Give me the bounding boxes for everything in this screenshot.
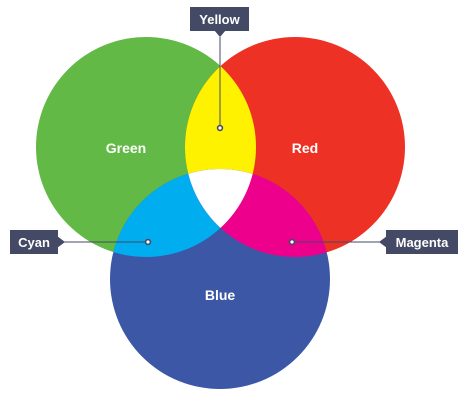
cyan-callout: Cyan	[10, 230, 152, 254]
magenta-callout-text: Magenta	[396, 235, 450, 250]
cyan-overlap	[110, 169, 256, 257]
magenta-overlap	[185, 169, 330, 257]
red-label: Red	[292, 140, 318, 156]
magenta-callout: Magenta	[288, 230, 458, 254]
yellow-callout: Yellow	[190, 7, 249, 132]
green-label: Green	[106, 140, 146, 156]
yellow-callout-text: Yellow	[199, 12, 240, 27]
blue-label: Blue	[205, 287, 236, 303]
cyan-callout-text: Cyan	[18, 235, 50, 250]
